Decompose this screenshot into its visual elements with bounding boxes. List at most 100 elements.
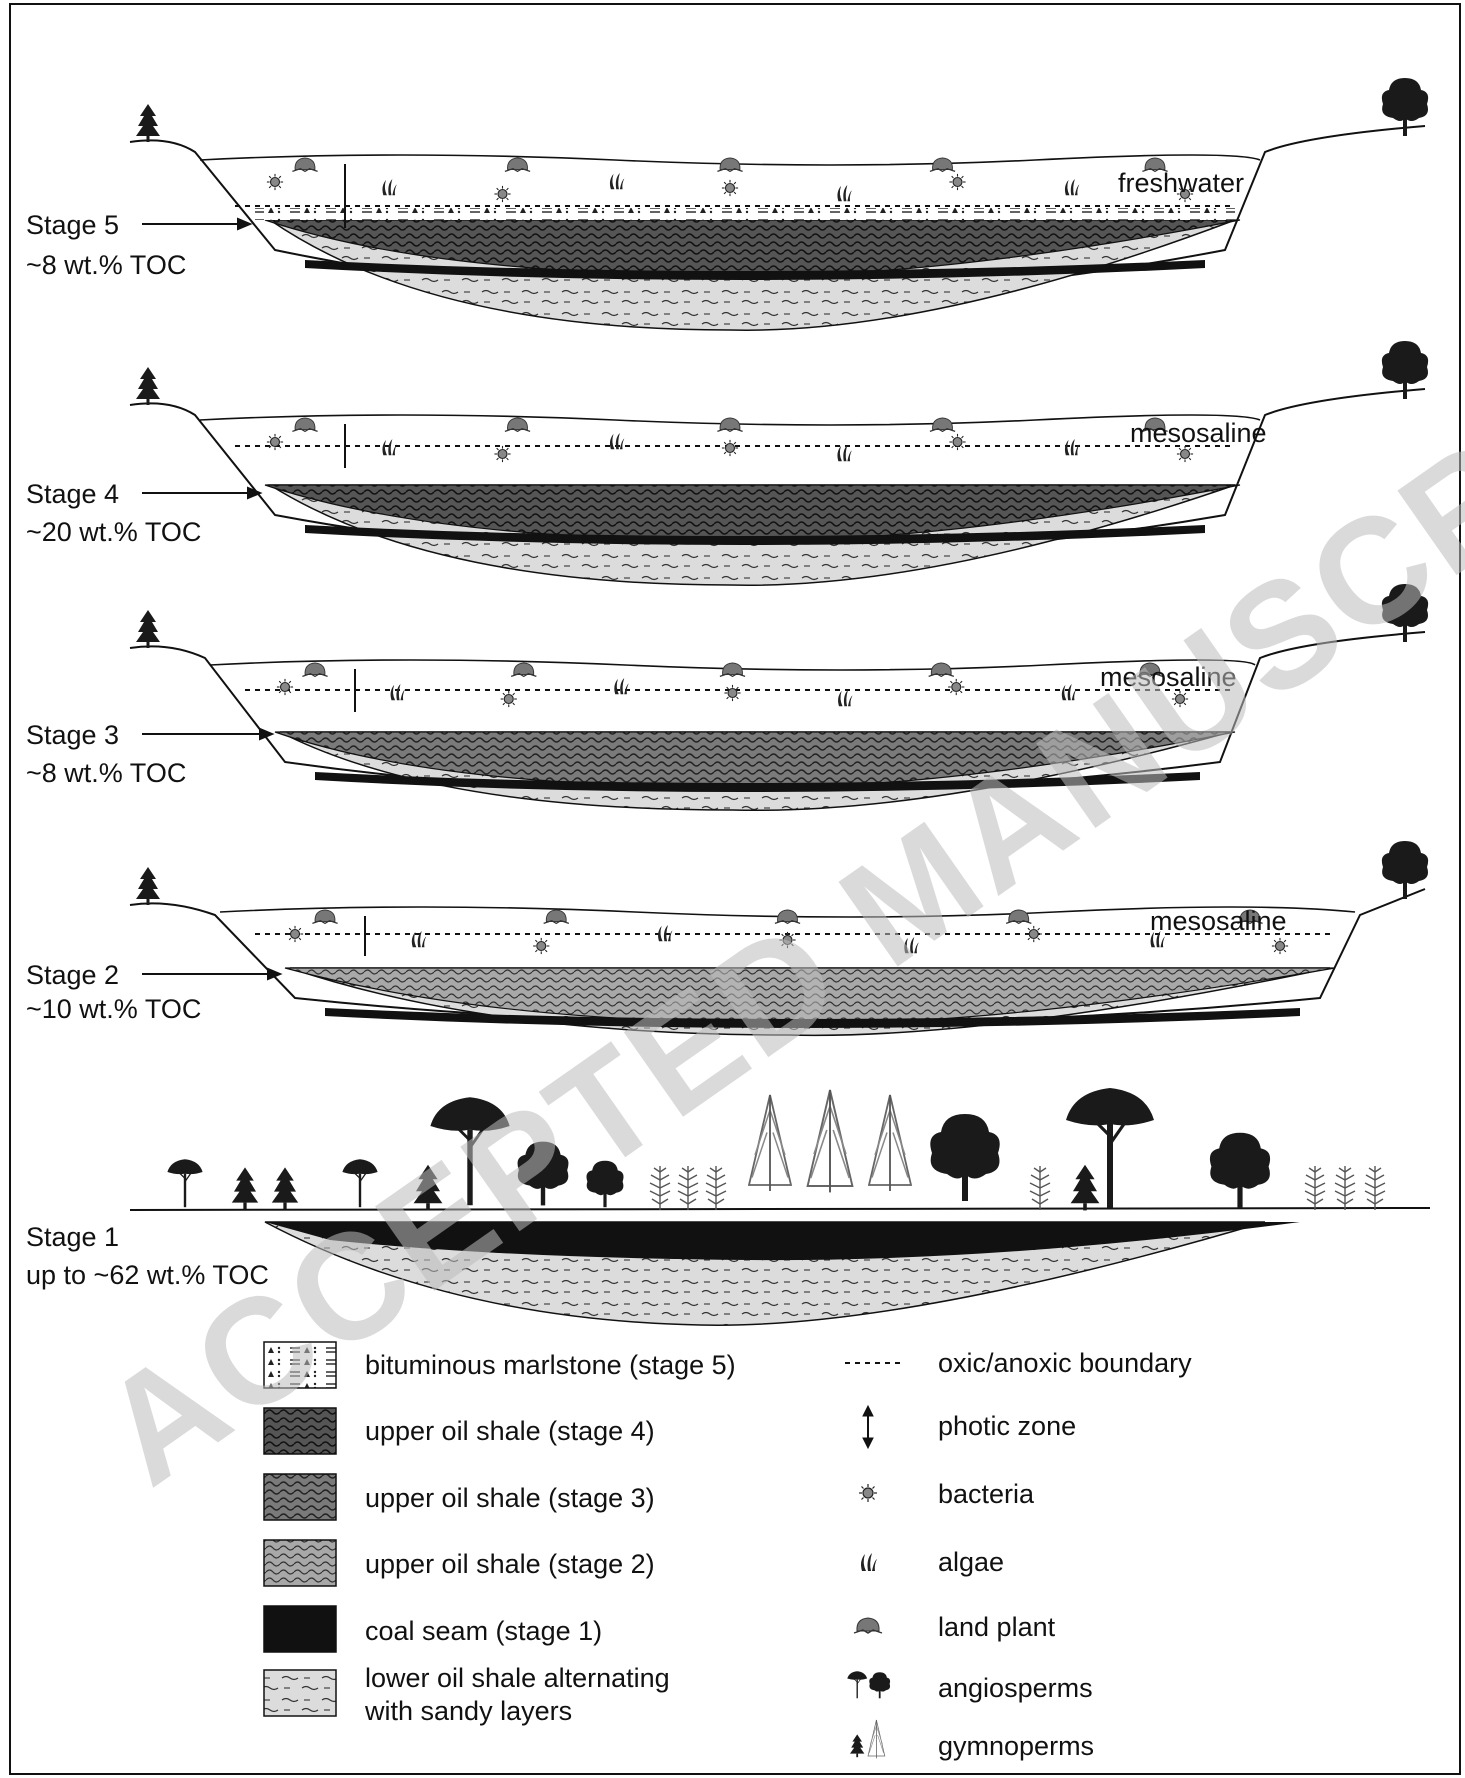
stage-4-conifer-icon [136, 367, 160, 405]
stage-3-algae-icon [391, 684, 405, 700]
stage-3-bacteria-icon [501, 691, 517, 707]
stage-4-bacteria-icon [949, 434, 965, 450]
stage-4-land-plant-icon [505, 418, 530, 432]
stage-2-conifer-icon [136, 867, 160, 905]
stage-1-broadleaf-icon [1210, 1133, 1270, 1208]
stage-5-algae-icon [837, 185, 851, 201]
stage-4-land-plant-icon [292, 418, 317, 432]
stage-3-bacteria-icon [277, 679, 293, 695]
stage-3-algae-icon [614, 678, 628, 694]
stage-4-bacteria-icon [267, 434, 283, 450]
stage-1-conifer-icon [1071, 1165, 1100, 1211]
legend-label-photic: photic zone [938, 1411, 1076, 1441]
stage-4-water-label: mesosaline [1130, 418, 1267, 448]
legend-symbols: oxic/anoxic boundary photic zone bacteri… [845, 1348, 1192, 1761]
stage-5-bacteria-icon [722, 180, 738, 196]
land-plant-icon [854, 1618, 882, 1633]
stage-2-toc: ~10 wt.% TOC [26, 994, 201, 1024]
gymnosperm-icon [850, 1720, 885, 1758]
stage-3-land-plant-icon [511, 663, 536, 677]
legend-label-bacteria: bacteria [938, 1479, 1035, 1509]
stage-1-fern-icon [1305, 1166, 1325, 1210]
stage-4-toc: ~20 wt.% TOC [26, 517, 201, 547]
stage-1-umbrella-icon [167, 1159, 202, 1207]
watermark: ACCEPTED MANUSCRIPT [72, 264, 1465, 1516]
stage-4-bacteria-icon [1177, 446, 1193, 462]
legend-swatch-shale-stage3 [264, 1474, 336, 1520]
legend-label-algae: algae [938, 1547, 1004, 1577]
stage-3-bacteria-icon [948, 679, 964, 695]
stage-5-algae-icon [382, 179, 396, 195]
stage-3-land-plant-icon [929, 663, 954, 677]
stage-4-bacteria-icon [494, 446, 510, 462]
stage-4-bacteria-icon [722, 440, 738, 456]
stage-3-label: Stage 3 [26, 720, 119, 750]
stage-1-sketchtree-icon [808, 1090, 853, 1192]
stage-4-algae-icon [837, 445, 851, 461]
stage-3-conifer-icon [136, 610, 160, 648]
stage-2-bacteria-icon [1026, 926, 1042, 942]
stage-5-label: Stage 5 [26, 210, 119, 240]
stage-5-water-label: freshwater [1118, 168, 1244, 198]
legend-swatch-shale-stage2 [264, 1540, 336, 1586]
stage-3-land-plant-icon [720, 663, 745, 677]
stage-3-algae-icon [838, 690, 852, 706]
stage-1-fern-icon [706, 1166, 726, 1210]
bacteria-icon [859, 1484, 877, 1502]
stage-1-label: Stage 1 [26, 1222, 119, 1252]
stage-1-conifer-icon [272, 1167, 298, 1209]
stage-4-algae-icon [1065, 439, 1079, 455]
stage-5-toc: ~8 wt.% TOC [26, 250, 186, 280]
angiosperm-icon [847, 1671, 890, 1698]
legend-label-shale-stage3: upper oil shale (stage 3) [365, 1483, 655, 1513]
stage-arrows [142, 219, 280, 979]
stage-2-bacteria-icon [1272, 938, 1288, 954]
legend-label-shale-stage4: upper oil shale (stage 4) [365, 1416, 655, 1446]
algae-icon [861, 1553, 877, 1571]
legend-swatch-coal [264, 1606, 336, 1652]
stage-1-fern-icon [1335, 1166, 1355, 1210]
stage-2-bacteria-icon [533, 938, 549, 954]
stage-1-fern-icon [1030, 1166, 1050, 1210]
stage-5-marlstone-layer [255, 208, 1235, 220]
stage-4-algae-icon [610, 433, 624, 449]
legend-label-angiosperms: angiosperms [938, 1673, 1093, 1703]
stage-4-label: Stage 4 [26, 479, 119, 509]
stage-4-land-plant-icon [717, 418, 742, 432]
stage-3-bacteria-icon [724, 685, 740, 701]
stage-1-fern-icon [678, 1166, 698, 1210]
legend-label-marlstone: bituminous marlstone (stage 5) [365, 1350, 736, 1380]
stage-4-algae-icon [382, 439, 396, 455]
stage-2-algae-icon [658, 925, 672, 941]
stage-5-conifer-icon [136, 104, 160, 142]
stage-5-land-plant-icon [292, 158, 317, 172]
stage-5-land-plant-icon [930, 158, 955, 172]
stage-1-fern-icon [1365, 1166, 1385, 1210]
legend-label-gymnosperms: gymnoperms [938, 1731, 1094, 1761]
stage-2-land-plant-icon [544, 910, 569, 924]
double-arrow-icon [863, 1406, 873, 1448]
stage-5-algae-icon [610, 173, 624, 189]
stage-3-toc: ~8 wt.% TOC [26, 758, 186, 788]
stage-1-conifer-icon [232, 1167, 258, 1209]
legend-label-lower-shale: lower oil shale alternating [365, 1663, 670, 1693]
stage-1-sketchtree-icon [749, 1095, 791, 1191]
legend-swatch-lower-shale [264, 1670, 336, 1716]
stage-5-algae-icon [1065, 179, 1079, 195]
stage-5-land-plant-icon [717, 158, 742, 172]
stage-5-bacteria-icon [494, 186, 510, 202]
stage-1-broadleaf-icon [930, 1114, 999, 1201]
stage-2-label: Stage 2 [26, 960, 119, 990]
legend-label-lower-shale-2: with sandy layers [364, 1696, 572, 1726]
stage-2-bacteria-icon [287, 926, 303, 942]
legend-label-boundary: oxic/anoxic boundary [938, 1348, 1192, 1378]
stage-2-water-label: mesosaline [1150, 906, 1287, 936]
stage-5-bacteria-icon [267, 174, 283, 190]
stage-5-bacteria-icon [949, 174, 965, 190]
stage-5-land-plant-icon [505, 158, 530, 172]
stage-1-sketchtree-icon [869, 1095, 911, 1191]
legend-label-shale-stage2: upper oil shale (stage 2) [365, 1549, 655, 1579]
stage-3-land-plant-icon [302, 663, 327, 677]
stage-4-land-plant-icon [930, 418, 955, 432]
